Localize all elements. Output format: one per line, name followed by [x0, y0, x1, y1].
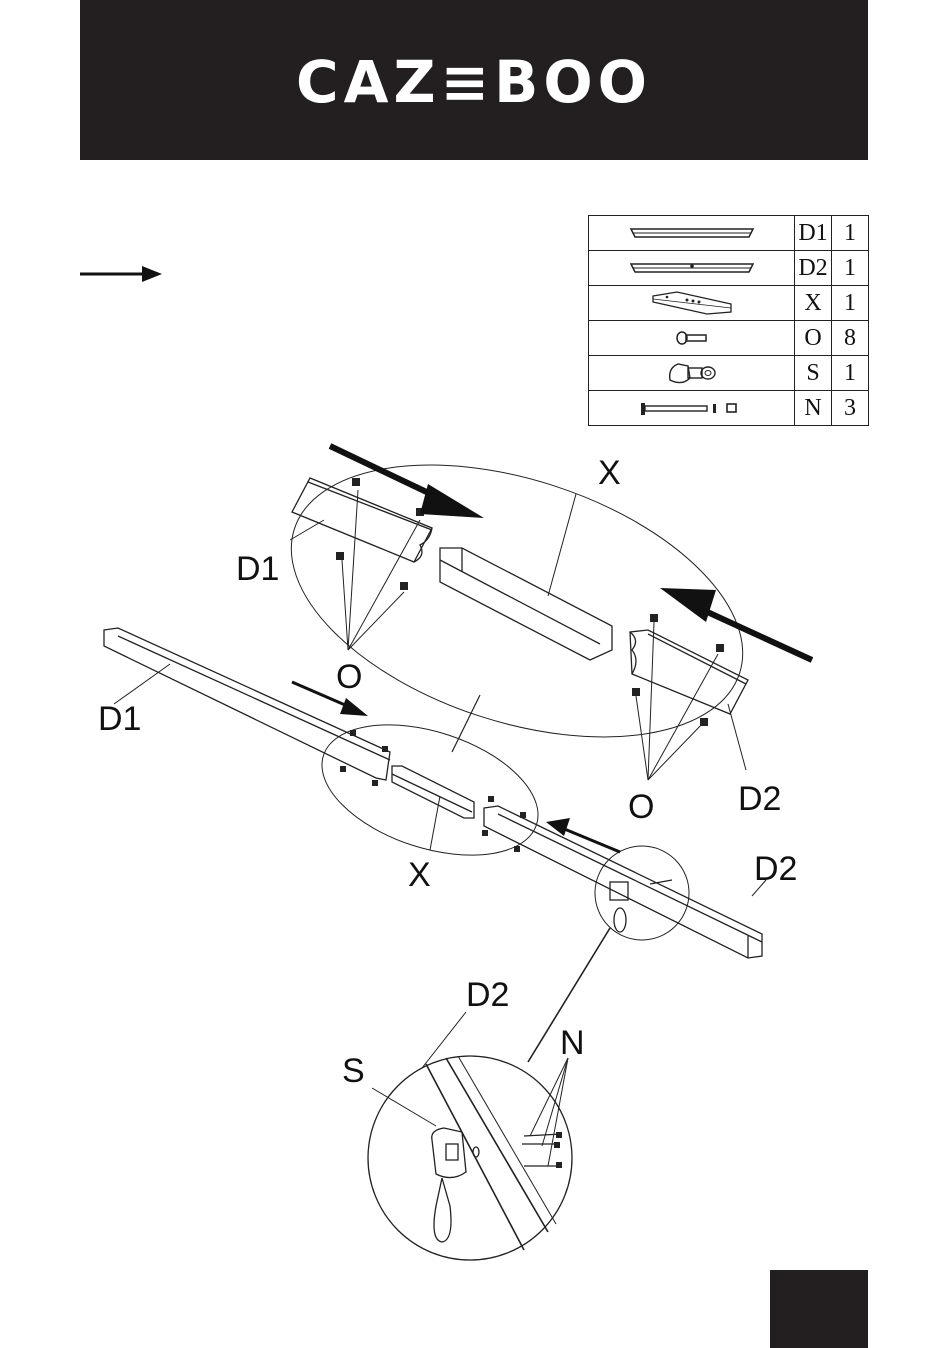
- label-o-top-left: O: [336, 658, 362, 696]
- insert-arrow-icon: [660, 588, 812, 660]
- connector-x-magnified: [440, 548, 612, 660]
- hanger-bracket-detail: [432, 1128, 479, 1242]
- long-bolts-detail: [522, 1134, 562, 1166]
- hanger-detail-magnified: [368, 1056, 572, 1260]
- label-s-detail: S: [342, 1052, 365, 1090]
- label-d2-top: D2: [738, 780, 781, 818]
- connector-x-main: [392, 766, 474, 818]
- d1-beam-magnified: [292, 478, 432, 562]
- label-o-top-right: O: [628, 788, 654, 826]
- page-number-box: [770, 1270, 868, 1348]
- joint-outline: [306, 700, 555, 880]
- label-n-detail: N: [560, 1024, 585, 1062]
- label-d1-top: D1: [236, 550, 279, 588]
- label-x-top: X: [598, 454, 621, 492]
- d2-beam-magnified: [630, 630, 748, 714]
- label-d1-main: D1: [98, 700, 141, 738]
- label-d2-main: D2: [754, 850, 797, 888]
- label-x-main: X: [408, 856, 431, 894]
- hanger-bracket-small: [610, 880, 672, 932]
- label-d2-detail: D2: [466, 976, 509, 1014]
- bolt-markers: [336, 478, 724, 1168]
- hanger-detail-outline: [595, 846, 689, 940]
